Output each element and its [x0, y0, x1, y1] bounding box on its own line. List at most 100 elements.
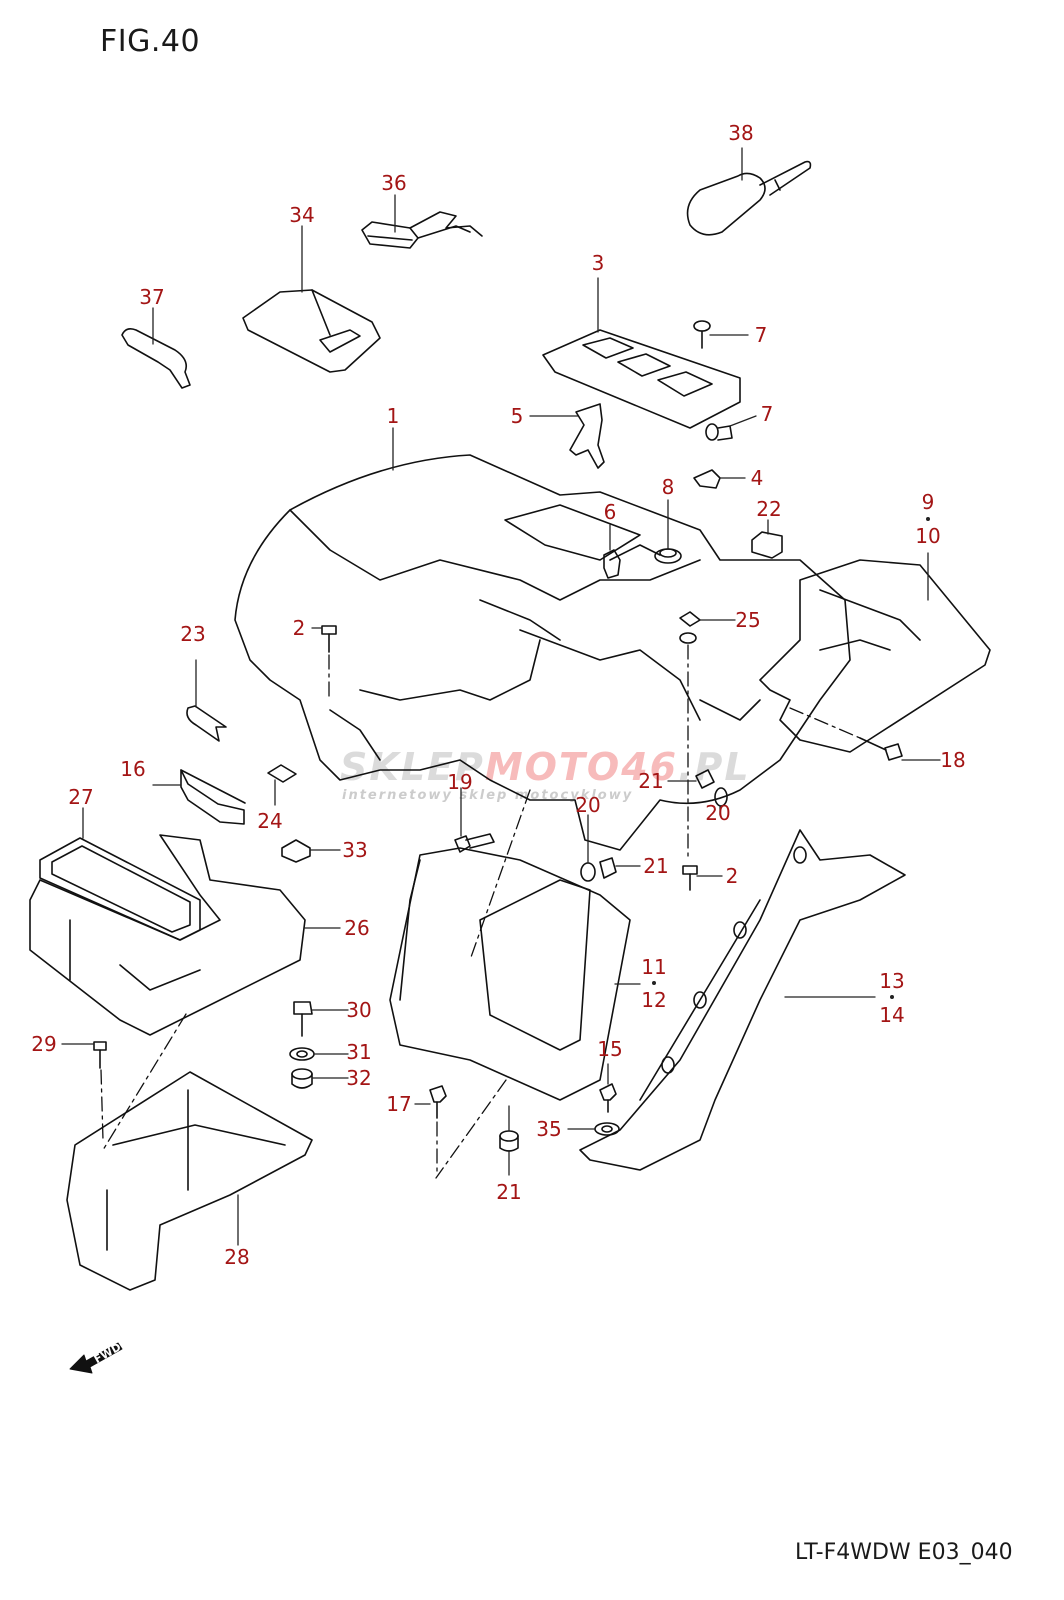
- callout-14[interactable]: 14: [879, 1003, 905, 1027]
- callout-6[interactable]: 6: [603, 500, 617, 524]
- part-33-pad[interactable]: [281, 839, 311, 863]
- centerline-11a: [469, 789, 531, 961]
- part-1-rear-fender[interactable]: [234, 454, 851, 851]
- callout-10[interactable]: 10: [915, 524, 941, 548]
- watermark-accent: 46: [621, 745, 679, 789]
- callout-15[interactable]: 15: [597, 1037, 623, 1061]
- part-8-cap[interactable]: [654, 548, 682, 564]
- callout-12[interactable]: 12: [641, 988, 667, 1012]
- part-24-pad[interactable]: [267, 764, 297, 783]
- part-20-washer-left[interactable]: [580, 862, 596, 882]
- watermark: SKLEPMOTO46.PL: [340, 745, 751, 789]
- part-4-bracket[interactable]: [693, 469, 721, 489]
- part-38-grip[interactable]: [686, 160, 812, 236]
- figure-title: FIG.40: [100, 24, 201, 59]
- leader-7b: [729, 415, 757, 427]
- model-code: LT-F4WDW E03_040: [795, 1540, 1013, 1565]
- callout-13[interactable]: 13: [879, 969, 905, 993]
- callout-21[interactable]: 21: [496, 1180, 522, 1204]
- part-34-pouch[interactable]: [242, 289, 381, 373]
- callout-26[interactable]: 26: [344, 916, 370, 940]
- callout-29[interactable]: 29: [31, 1032, 57, 1056]
- part-29-bolt[interactable]: [93, 1041, 107, 1069]
- part-16-guard[interactable]: [180, 769, 246, 825]
- callout-34[interactable]: 34: [289, 203, 315, 227]
- callout-18[interactable]: 18: [940, 748, 966, 772]
- callout-17[interactable]: 17: [386, 1092, 412, 1116]
- callout-19[interactable]: 19: [447, 770, 473, 794]
- centerline-29: [100, 1069, 104, 1141]
- callout-20[interactable]: 20: [705, 801, 731, 825]
- part-9-10-mud-flap[interactable]: [759, 559, 991, 753]
- centerline-28: [102, 1013, 187, 1151]
- callout-separator-dot: [890, 995, 894, 999]
- part-18-bolt[interactable]: [859, 737, 903, 761]
- part-15-pin[interactable]: [599, 1083, 617, 1113]
- callout-7[interactable]: 7: [754, 323, 768, 347]
- callout-separator-dot: [926, 517, 930, 521]
- callout-33[interactable]: 33: [342, 838, 368, 862]
- part-19-bolt[interactable]: [454, 833, 495, 853]
- callout-separator-dot: [652, 981, 656, 985]
- part-30-bolt[interactable]: [293, 1001, 313, 1037]
- callout-37[interactable]: 37: [139, 285, 165, 309]
- callout-1[interactable]: 1: [386, 404, 400, 428]
- callout-9[interactable]: 9: [921, 490, 935, 514]
- callout-22[interactable]: 22: [756, 497, 782, 521]
- part-20-washer-right[interactable]: [714, 787, 728, 807]
- callout-2[interactable]: 2: [725, 864, 739, 888]
- part-32-spacer[interactable]: [291, 1068, 313, 1089]
- part-23-seal[interactable]: [186, 705, 227, 742]
- part-21-nut-mid[interactable]: [599, 857, 617, 879]
- callout-27[interactable]: 27: [68, 785, 94, 809]
- part-28-skid-plate[interactable]: [66, 1071, 313, 1291]
- callout-28[interactable]: 28: [224, 1245, 250, 1269]
- part-3-rack-panel[interactable]: [542, 329, 741, 429]
- part-5-bracket[interactable]: [569, 403, 605, 469]
- callout-5[interactable]: 5: [510, 404, 524, 428]
- part-22-pad[interactable]: [751, 531, 783, 559]
- callout-35[interactable]: 35: [536, 1117, 562, 1141]
- part-2-bolt-upper[interactable]: [321, 625, 337, 653]
- callout-21[interactable]: 21: [643, 854, 669, 878]
- part-35-washer[interactable]: [594, 1122, 620, 1136]
- part-21-nut-upper[interactable]: [695, 769, 715, 789]
- callout-20[interactable]: 20: [575, 793, 601, 817]
- part-25-clip[interactable]: [679, 611, 701, 644]
- part-13-14-side-rail[interactable]: [579, 829, 906, 1171]
- callout-3[interactable]: 3: [591, 251, 605, 275]
- part-37-wrench[interactable]: [121, 328, 191, 389]
- part-11-12-inner-fender[interactable]: [389, 847, 631, 1101]
- callout-21[interactable]: 21: [638, 769, 664, 793]
- part-6-fastener[interactable]: [603, 549, 621, 579]
- part-2-bolt-lower[interactable]: [682, 865, 698, 891]
- part-21-nut-bottom[interactable]: [499, 1130, 519, 1152]
- part-31-washer[interactable]: [289, 1047, 315, 1061]
- part-7-screw-top[interactable]: [693, 320, 711, 349]
- part-26-box[interactable]: [29, 834, 306, 1036]
- callout-8[interactable]: 8: [661, 475, 675, 499]
- callout-30[interactable]: 30: [346, 998, 372, 1022]
- fwd-label: FWD: [92, 1340, 123, 1366]
- watermark-prefix: SKLEP: [340, 745, 485, 789]
- callout-36[interactable]: 36: [381, 171, 407, 195]
- callout-24[interactable]: 24: [257, 809, 283, 833]
- callout-7[interactable]: 7: [760, 402, 774, 426]
- callout-2[interactable]: 2: [292, 616, 306, 640]
- callout-38[interactable]: 38: [728, 121, 754, 145]
- fwd-arrow-icon: FWD: [69, 1340, 123, 1374]
- part-17-pin[interactable]: [429, 1085, 447, 1119]
- callout-32[interactable]: 32: [346, 1066, 372, 1090]
- callout-4[interactable]: 4: [750, 466, 764, 490]
- callout-11[interactable]: 11: [641, 955, 667, 979]
- part-27-lid-seal[interactable]: [39, 837, 201, 941]
- callout-31[interactable]: 31: [346, 1040, 372, 1064]
- callout-25[interactable]: 25: [735, 608, 761, 632]
- centerline-18: [789, 707, 861, 739]
- watermark-mid: MOTO: [484, 745, 622, 789]
- callout-23[interactable]: 23: [180, 622, 206, 646]
- part-36-strap[interactable]: [361, 211, 483, 249]
- part-7-screw-lower[interactable]: [705, 423, 733, 441]
- callout-16[interactable]: 16: [120, 757, 146, 781]
